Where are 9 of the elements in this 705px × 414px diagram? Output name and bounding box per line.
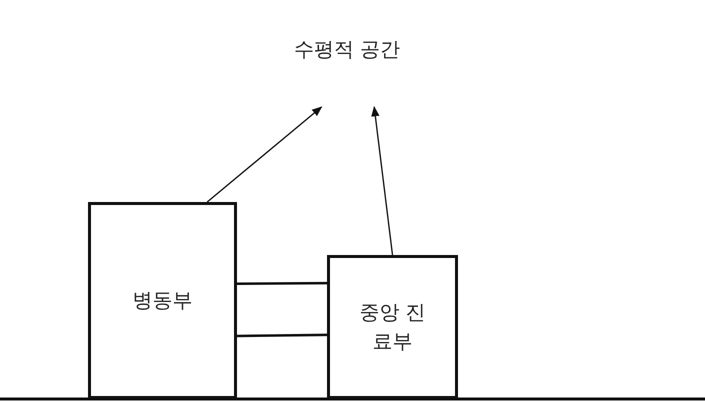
box-label: 병동부 xyxy=(132,287,192,314)
building-box xyxy=(88,202,237,399)
arrow xyxy=(206,106,322,202)
connector-line xyxy=(237,282,327,285)
connector-line xyxy=(236,334,328,338)
box-label: 중앙 진료부 xyxy=(358,299,427,355)
heading-label: 수평적 공간 xyxy=(294,36,400,63)
arrow xyxy=(371,106,394,256)
building-box xyxy=(327,255,458,399)
